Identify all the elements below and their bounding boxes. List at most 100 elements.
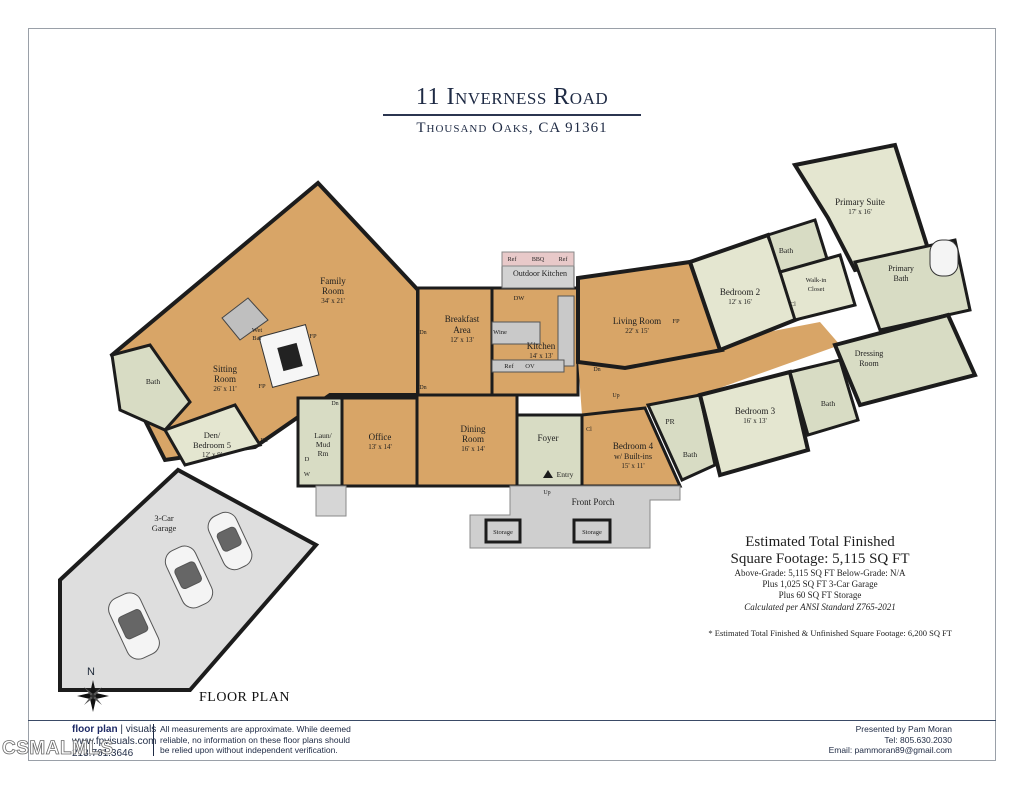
presenter-tel: Tel: 805.630.2030: [884, 734, 952, 745]
label-bbq: BBQ: [532, 257, 545, 263]
label-breakfast-2: Area: [453, 325, 471, 335]
kitchen-counter-bottom: [491, 359, 565, 373]
square-footage-block: Estimated Total Finished Square Footage:…: [690, 534, 950, 613]
label-dressing-room-2: Room: [859, 359, 879, 368]
living-room-floor: [576, 259, 725, 371]
label-dressing-room: Dressing: [855, 349, 883, 358]
label-breakfast: Breakfast: [445, 314, 480, 324]
label-dining-room: Dining: [460, 424, 486, 434]
label-laundry: Laun/: [314, 431, 332, 440]
label-walk-in-closet: Walk-in: [806, 277, 828, 284]
compass-rose-icon: [77, 680, 109, 712]
storage-right: [572, 518, 612, 544]
label-dining-room-dims: 16' x 14': [461, 445, 485, 453]
label-ov: OV: [525, 363, 535, 370]
label-kitchen: Kitchen: [527, 341, 556, 351]
powder-room-floor: [645, 393, 717, 482]
label-fp-sitting: FP: [258, 383, 266, 390]
label-bedroom-4-dims: 15' x 11': [621, 462, 644, 470]
label-storage-1: Storage: [493, 529, 513, 536]
sqft-heading-2: Square Footage: 5,115 SQ FT: [730, 551, 910, 567]
label-family-room-dims: 34' x 21': [321, 297, 345, 305]
label-laundry-3: Rm: [318, 449, 329, 458]
label-kitchen-dims: 14' x 13': [529, 352, 553, 360]
label-bedroom-3-dims: 16' x 13': [743, 417, 767, 425]
label-living-room-dims: 22' x 15': [625, 327, 649, 335]
label-ref-1: Ref: [508, 256, 517, 263]
sqft-line-3: Plus 60 SQ FT Storage: [778, 590, 862, 600]
label-dn-5: Dn: [593, 367, 600, 373]
label-walk-in-closet-2: Closet: [808, 286, 825, 293]
label-fp-family: FP: [309, 333, 317, 340]
sqft-line-4: Calculated per ANSI Standard Z765-2021: [744, 602, 896, 612]
kitchen-counter: [557, 295, 575, 367]
label-family-room-2: Room: [322, 286, 344, 296]
label-ref-2: Ref: [559, 256, 568, 263]
brand-phone: 213.761.3646: [72, 748, 134, 759]
label-bath-4: Bath: [683, 450, 697, 459]
label-wine: Wine: [493, 329, 507, 336]
label-wet-bar-2: Bar: [252, 335, 262, 342]
dining-floor: [415, 393, 519, 488]
label-up-1: Up: [612, 393, 619, 399]
sqft-note: * Estimated Total Finished & Unfinished …: [708, 628, 952, 638]
label-front-porch: Front Porch: [572, 497, 615, 507]
sqft-heading-1: Estimated Total Finished: [745, 534, 895, 550]
den-floor: [162, 403, 263, 467]
coffee-table: [277, 342, 303, 372]
label-bedroom-4: Bedroom 4: [613, 441, 654, 451]
label-wet-bar: Wet: [252, 327, 262, 334]
bedroom-3-floor: [697, 369, 811, 478]
hallway-floor: [578, 322, 840, 420]
label-living-room: Living Room: [613, 316, 661, 326]
label-washer: W: [304, 471, 311, 478]
label-breakfast-dims: 12' x 13': [450, 336, 474, 344]
label-primary-suite: Primary Suite: [835, 197, 885, 207]
presenter-email[interactable]: Email: pammoran89@gmail.com: [828, 745, 952, 755]
label-office-dims: 13' x 14': [368, 443, 392, 451]
laundry-floor: [296, 396, 344, 488]
walk-in-closet-floor: [778, 253, 857, 322]
label-outdoor-kitchen: Outdoor Kitchen: [513, 269, 567, 278]
label-storage-2: Storage: [582, 529, 602, 536]
label-garage: 3-Car: [154, 513, 174, 523]
label-fp-living: FP: [672, 318, 680, 325]
sqft-line-2: Plus 1,025 SQ FT 3-Car Garage: [762, 579, 878, 589]
footer-divider: [28, 720, 996, 721]
label-sitting-room-dims: 26' x 11': [213, 385, 236, 393]
label-bath-3: Bath: [821, 399, 835, 408]
brand-name: floor plan: [72, 724, 118, 735]
outdoor-kitchen-counter: [501, 251, 575, 267]
label-office: Office: [369, 432, 392, 442]
label-family-room: Family: [320, 276, 346, 286]
label-bedroom-2-dims: 12' x 16': [728, 298, 752, 306]
dressing-room-floor: [832, 312, 978, 408]
label-foyer: Foyer: [538, 433, 559, 443]
label-cl-1: Cl: [586, 427, 592, 433]
label-cl-2: Cl: [790, 302, 796, 308]
label-bedroom-4-2: w/ Built-ins: [614, 452, 652, 461]
page-subtitle: Thousand Oaks, CA 91361: [416, 120, 608, 136]
breakfast-floor: [416, 286, 494, 397]
label-den-dims: 12' x 9': [202, 451, 222, 459]
bath-3-floor: [788, 358, 860, 437]
brand-website[interactable]: www.fpvisuals.com: [72, 736, 157, 747]
sqft-line-1: Above-Grade: 5,115 SQ FT Below-Grade: N/…: [734, 568, 906, 578]
label-dryer: D: [305, 456, 310, 463]
label-ref-kitchen: Ref: [504, 363, 514, 370]
label-sitting-room: Sitting: [213, 364, 238, 374]
floor-plan-label: FLOOR PLAN: [199, 690, 290, 705]
office-floor: [340, 396, 419, 488]
car-1: [108, 592, 160, 660]
brand-suffix: | visuals: [120, 724, 157, 735]
label-bedroom-3: Bedroom 3: [735, 406, 776, 416]
label-den: Den/: [204, 430, 221, 440]
label-dn-2: Dn: [419, 385, 426, 391]
brand-block: floor plan | visuals www.fpvisuals.com 2…: [72, 724, 156, 760]
footer-vertical-divider: [153, 724, 154, 756]
label-dining-room-2: Room: [462, 434, 484, 444]
front-porch-floor: [469, 485, 681, 549]
car-3: [207, 511, 253, 571]
page-title: 11 Inverness Road: [415, 84, 609, 110]
label-primary-bath-2: Bath: [893, 274, 908, 283]
